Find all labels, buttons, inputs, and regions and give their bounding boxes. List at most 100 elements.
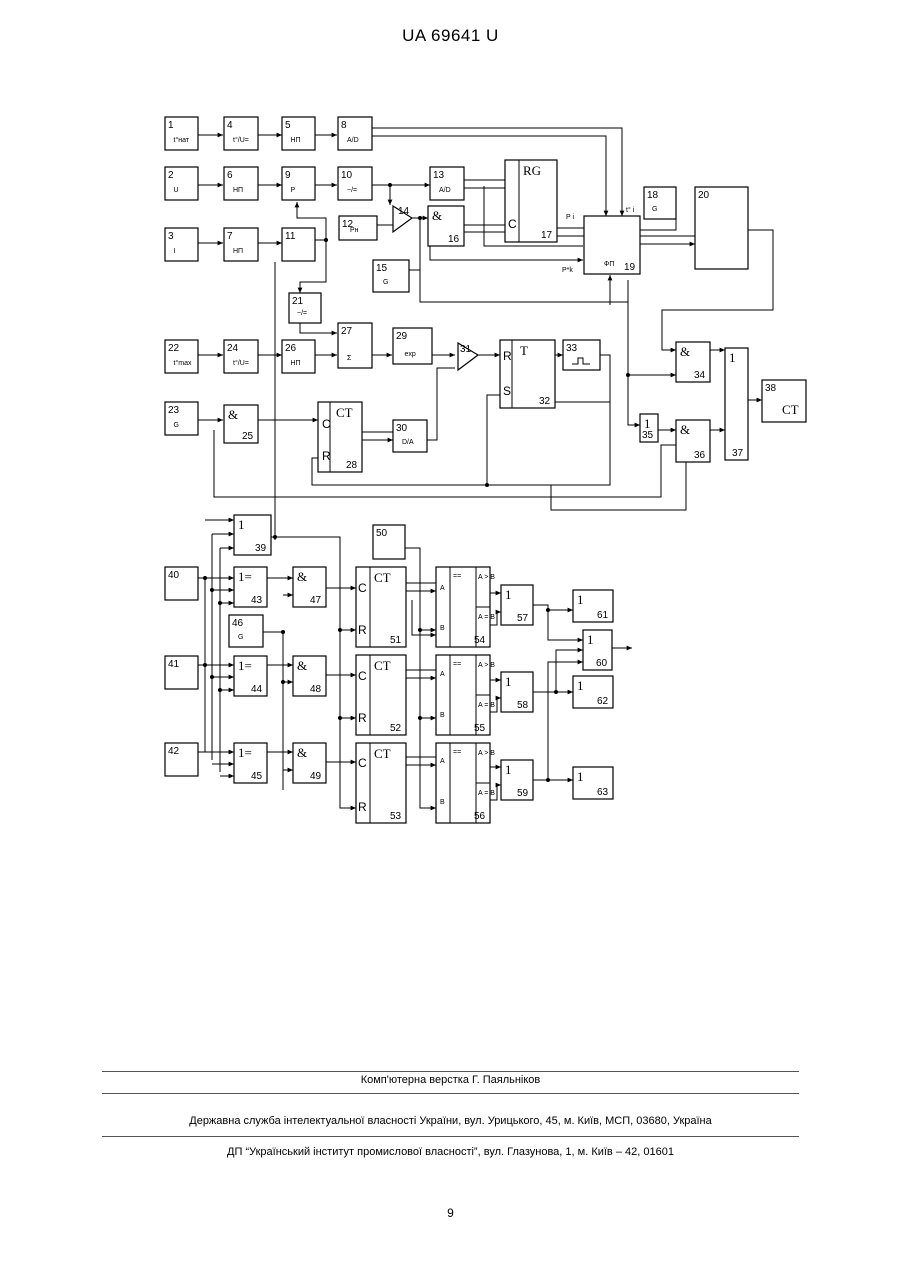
- block-56-number: 56: [474, 811, 486, 822]
- block-53-number: 53: [390, 811, 402, 822]
- block-12-label: Pн: [350, 227, 359, 234]
- block-42: 42: [165, 743, 198, 776]
- block-35: 351: [640, 414, 658, 442]
- circuit-block-diagram: 1t°нат2U3I4t°/U=5НП6НП7НП8A/D9P10~/=1112…: [0, 0, 901, 900]
- block-1-label: t°нат: [174, 136, 190, 144]
- pin-p-k: P*k: [562, 267, 573, 274]
- block-60-number: 60: [596, 658, 608, 669]
- block-13: 13A/D: [430, 167, 464, 200]
- block-55-label: ==: [453, 661, 461, 668]
- block-6: 6НП: [224, 167, 258, 200]
- block-19-number: 19: [624, 262, 636, 273]
- block-43-number: 43: [251, 595, 263, 606]
- block-36-label: &: [680, 422, 690, 437]
- block-16-label: &: [432, 208, 442, 223]
- block-11: 11: [282, 228, 315, 261]
- block-47-label: &: [297, 569, 307, 584]
- block-18-label: G: [652, 206, 657, 213]
- block-37-label: 1: [729, 350, 736, 365]
- pin-r-32: R: [503, 349, 512, 363]
- pin-s-32: S: [503, 384, 511, 398]
- block-17-label: RG: [523, 163, 541, 178]
- block-56: A > BA = B56==: [436, 743, 495, 823]
- block-16: 16&: [428, 206, 464, 246]
- block-8-number: 8: [341, 120, 347, 131]
- block-3-number: 3: [168, 231, 174, 242]
- block-26: 26НП: [282, 340, 315, 373]
- block-40-number: 40: [168, 570, 180, 581]
- block-13-label: A/D: [439, 187, 451, 194]
- block-61-label: 1: [577, 592, 584, 607]
- pin-c-28: C: [322, 417, 331, 431]
- block-5-number: 5: [285, 120, 291, 131]
- comparator-31: 31: [458, 343, 478, 370]
- pin-r-53: R: [358, 800, 367, 814]
- pin-a-56: A: [440, 758, 445, 765]
- pin-r-28: R: [322, 449, 331, 463]
- office-address: Державна служба інтелектуальної власност…: [0, 1115, 901, 1127]
- block-62-number: 62: [597, 696, 609, 707]
- block-29: 29exp: [393, 328, 432, 364]
- block-50: 50: [373, 525, 405, 559]
- pin-r-51: R: [358, 623, 367, 637]
- block-10-label: ~/=: [347, 187, 357, 194]
- pin-b-56: B: [440, 799, 445, 806]
- block-17-number: 17: [541, 230, 553, 241]
- block-54-number: 54: [474, 635, 486, 646]
- block-8-label: A/D: [347, 137, 359, 144]
- block-35-label: 1: [644, 416, 651, 431]
- block-39: 391: [234, 515, 271, 555]
- footer-divider-top: [102, 1071, 799, 1072]
- block-58-number: 58: [517, 700, 529, 711]
- block-37-number: 37: [732, 448, 744, 459]
- block-58-label: 1: [505, 674, 512, 689]
- block-46: 46G: [229, 615, 263, 647]
- block-27-number: 27: [341, 326, 353, 337]
- pin-b-54: B: [440, 625, 445, 632]
- pin-c-52: C: [358, 669, 367, 683]
- pin-t-i: t° i: [626, 206, 635, 214]
- comparator-14-num: 14: [398, 206, 410, 217]
- block-59-number: 59: [517, 788, 529, 799]
- block-28-number: 28: [346, 460, 358, 471]
- block-2-label: U: [174, 187, 179, 194]
- block-19: 19ФП: [584, 216, 640, 274]
- block-59-label: 1: [505, 762, 512, 777]
- block-52-label: CT: [374, 658, 391, 673]
- block-21: 21~/=: [289, 293, 321, 323]
- block-38: 38CT: [762, 380, 806, 422]
- block-34-number: 34: [694, 370, 706, 381]
- block-8: 8A/D: [338, 117, 372, 150]
- block-48: 48&: [293, 656, 326, 696]
- block-37: 37 1: [725, 348, 748, 460]
- block-4-number: 4: [227, 120, 233, 131]
- block-30: 30D/A: [393, 420, 427, 452]
- block-57-label: 1: [505, 587, 512, 602]
- block-16-number: 16: [448, 234, 460, 245]
- block-52-number: 52: [390, 723, 402, 734]
- pin-b-55: B: [440, 712, 445, 719]
- block-1: 1t°нат: [165, 117, 198, 150]
- block-41: 41: [165, 656, 198, 689]
- block-57: 571: [501, 585, 533, 625]
- block-47-number: 47: [310, 595, 322, 606]
- pin-a-54: A: [440, 585, 445, 592]
- block-45-number: 45: [251, 771, 263, 782]
- block-28-label: CT: [336, 405, 353, 420]
- block-54-gt-pin: A > B: [478, 574, 495, 581]
- block-32-label: T: [520, 343, 528, 358]
- block-62: 621: [573, 676, 613, 708]
- block-36: 36&: [676, 420, 710, 462]
- block-7: 7НП: [224, 228, 258, 261]
- block-26-label: НП: [291, 360, 301, 367]
- block-63-number: 63: [597, 787, 609, 798]
- block-3: 3I: [165, 228, 198, 261]
- block-49: 49&: [293, 743, 326, 783]
- block-12: 12Pн: [339, 216, 377, 240]
- footer-divider-middle: [102, 1093, 799, 1094]
- block-6-label: НП: [233, 187, 243, 194]
- block-47: 47&: [293, 567, 326, 607]
- block-9: 9P: [282, 167, 315, 200]
- block-44-label: 1=: [238, 658, 252, 673]
- block-54-eq-pin: A = B: [478, 614, 495, 621]
